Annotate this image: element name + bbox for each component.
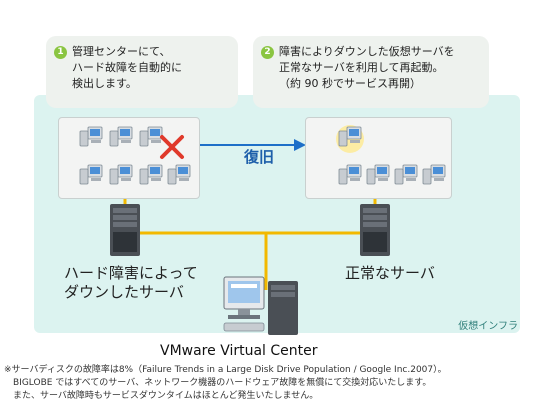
vm-monitor-icon <box>109 126 133 147</box>
vm-monitor-icon <box>394 164 418 185</box>
healthy-server-label: 正常なサーバ <box>345 264 435 282</box>
vm-monitor-icon <box>79 126 103 147</box>
vm-monitor-icon <box>422 164 446 185</box>
healthy-host-vm-icons <box>336 125 446 185</box>
healthy-server-icon <box>360 204 390 256</box>
infra-label: 仮想インフラ <box>458 321 518 332</box>
vm-monitor-icon <box>167 164 191 185</box>
callout-2-text: 障害によりダウンした仮想サーバを 正常なサーバを利用して再起動。 （約 90 秒… <box>279 45 455 90</box>
vm-monitor-icon <box>139 164 163 185</box>
failed-host-vm-icons <box>79 126 191 185</box>
vm-monitor-icon <box>338 164 362 185</box>
failed-server-label: ハード障害によって ダウンしたサーバ <box>64 264 198 301</box>
vm-monitor-icon <box>109 164 133 185</box>
callout-1-text: 管理センターにて、 ハード故障を自動的に 検出します。 <box>72 45 182 90</box>
failed-vm-icon <box>139 126 163 147</box>
healthy-host-vms <box>305 117 452 199</box>
recovery-label: 復旧 <box>244 148 275 166</box>
recovery-arrow <box>200 139 306 151</box>
footnote: ※サーバディスクの故障率は8%（Failure Trends in a Larg… <box>4 365 447 401</box>
vm-monitor-icon <box>366 164 390 185</box>
workstation-icon <box>223 276 298 335</box>
failure-x-icon <box>160 135 184 159</box>
callout-1: 1 管理センターにて、 ハード故障を自動的に 検出します。 <box>46 36 238 108</box>
vcenter-label: VMware Virtual Center <box>160 343 318 359</box>
step-badge-1: 1 <box>54 46 67 59</box>
step-badge-2: 2 <box>261 46 274 59</box>
failed-server-icon <box>110 204 140 256</box>
callout-2: 2 障害によりダウンした仮想サーバを 正常なサーバを利用して再起動。 （約 90… <box>253 36 489 108</box>
vm-monitor-icon <box>79 164 103 185</box>
